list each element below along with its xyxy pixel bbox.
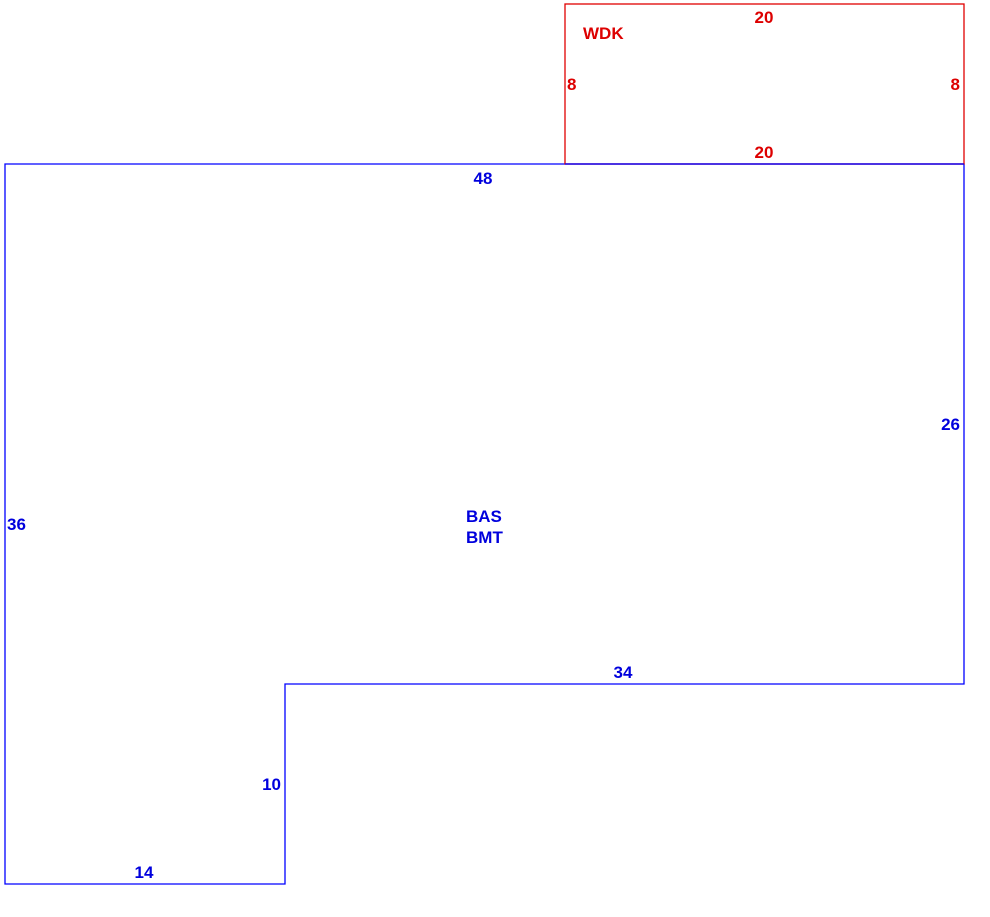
main-dim-left: 36 — [7, 515, 26, 534]
deck-area-outline — [564, 3, 965, 165]
main-dim-inner-bottom: 34 — [614, 663, 633, 682]
deck-dim-bottom: 20 — [755, 143, 774, 162]
main-dim-inner-left: 10 — [262, 775, 281, 794]
main-dim-bottom: 14 — [135, 863, 154, 882]
deck-dim-right: 8 — [951, 75, 960, 94]
main-area-code-2: BMT — [466, 528, 503, 547]
main-dim-top: 48 — [474, 169, 493, 188]
main-area-code-1: BAS — [466, 507, 502, 526]
main-dim-right: 26 — [941, 415, 960, 434]
deck-dim-top: 20 — [755, 8, 774, 27]
deck-dim-left: 8 — [567, 75, 576, 94]
deck-area-code: WDK — [583, 24, 624, 43]
